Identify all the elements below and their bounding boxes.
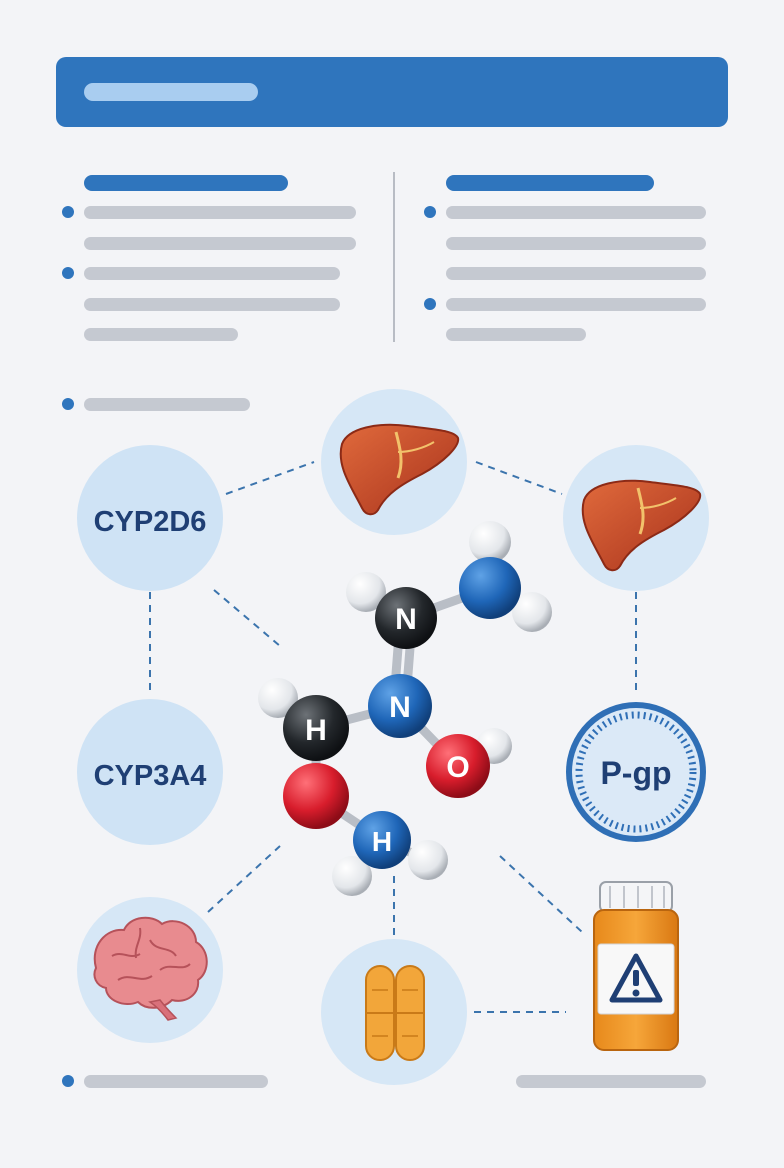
text-line-placeholder [446, 298, 706, 311]
text-line-placeholder [84, 206, 356, 219]
pgp-label: P-gp [600, 755, 671, 791]
oxygen-atom [283, 763, 349, 829]
hydrogen-atom [469, 521, 511, 563]
connector-line [213, 589, 281, 647]
molecule-model: N N H O H [258, 521, 552, 896]
node-circle [77, 445, 223, 591]
nitrogen-atom [353, 811, 411, 869]
text-line-placeholder [446, 328, 586, 341]
brain-icon [93, 916, 208, 1021]
atom-label: N [395, 603, 417, 636]
hydrogen-atom [332, 856, 372, 896]
atom-label: O [446, 751, 469, 784]
nitrogen-atom [459, 557, 521, 619]
oxygen-atom [426, 734, 490, 798]
node-circle [77, 699, 223, 845]
header-title-placeholder [84, 83, 258, 101]
right-heading-placeholder [446, 175, 654, 191]
liver-node-center [321, 389, 467, 535]
atom-label: N [389, 691, 411, 724]
left-heading-placeholder [84, 175, 288, 191]
text-line-placeholder [84, 267, 340, 280]
nitrogen-atom-dark [375, 587, 437, 649]
atom-label: H [372, 826, 392, 857]
hydrogen-atom [512, 592, 552, 632]
pgp-node: P-gp [566, 702, 706, 842]
liver-icon [339, 423, 460, 516]
connector-lines [149, 461, 637, 1013]
hydrogen-atom [408, 840, 448, 880]
gauge-icon [575, 711, 697, 833]
nitrogen-atom [368, 674, 432, 738]
atom-label: H [305, 714, 327, 747]
connector-line [475, 461, 563, 495]
brain-node [77, 897, 223, 1043]
pill-bottle-warning-icon [593, 881, 679, 1051]
cyp3a4-node: CYP3A4 [77, 699, 223, 845]
column-divider [393, 172, 395, 342]
footer-left-placeholder [84, 1075, 268, 1088]
bullet-dot [62, 398, 74, 410]
text-line-placeholder [84, 328, 238, 341]
text-line-placeholder [84, 298, 340, 311]
hydrogen-atom [346, 572, 386, 612]
capsule-node [321, 939, 467, 1085]
connector-line [207, 845, 281, 913]
cyp2d6-node: CYP2D6 [77, 445, 223, 591]
bullet-dot [424, 206, 436, 218]
liver-node-right [563, 445, 709, 591]
bullet-dot [424, 298, 436, 310]
carbon-atom [283, 695, 349, 761]
footer-right-placeholder [516, 1075, 706, 1088]
gauge-inner [586, 722, 686, 822]
connector-line [225, 461, 315, 495]
bullet-dot [62, 206, 74, 218]
liver-icon [581, 479, 702, 572]
bullet-dot [62, 1075, 74, 1087]
section-label-placeholder [84, 398, 250, 411]
connector-line [499, 855, 583, 933]
cyp3a4-label: CYP3A4 [94, 760, 207, 792]
hydrogen-atom [258, 678, 298, 718]
text-line-placeholder [84, 237, 356, 250]
text-line-placeholder [446, 206, 706, 219]
capsule-icon [365, 965, 425, 1061]
bullet-dot [62, 267, 74, 279]
text-line-placeholder [446, 237, 706, 250]
cyp2d6-label: CYP2D6 [94, 506, 207, 538]
text-line-placeholder [446, 267, 706, 280]
